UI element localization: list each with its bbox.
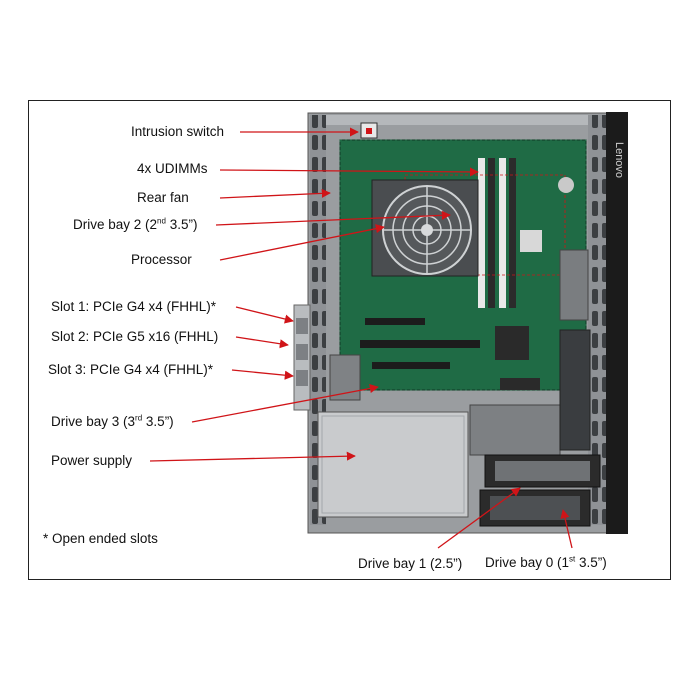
- label-slot2: Slot 2: PCIe G5 x16 (FHHL): [51, 329, 219, 344]
- dimm-slots: [478, 158, 516, 308]
- drive-bay-3: [329, 354, 361, 401]
- arrow-drive-bay-0: [560, 509, 573, 549]
- label-rear-fan: Rear fan: [137, 190, 189, 205]
- label-drive-bay-2: Drive bay 2 (2nd 3.5”): [73, 216, 198, 232]
- arrow-slot1: [235, 306, 294, 324]
- drive-bay-2-cage: [559, 249, 589, 321]
- arrow-udimms: [219, 167, 479, 177]
- brand-logo: Lenovo: [613, 142, 625, 178]
- callout-arrows: [149, 127, 573, 549]
- label-udimms: 4x UDIMMs: [137, 161, 208, 176]
- arrow-power-supply: [149, 451, 356, 462]
- arrow-slot2: [235, 336, 289, 349]
- arrow-rear-fan: [219, 188, 331, 199]
- cpu-cooler: [371, 179, 479, 277]
- motherboard: [339, 122, 587, 391]
- label-drive-bay-0: Drive bay 0 (1st 3.5”): [485, 554, 607, 570]
- arrow-slot3: [231, 369, 294, 380]
- pcie-slots: [360, 318, 480, 369]
- label-drive-bay-3: Drive bay 3 (3rd 3.5”): [51, 413, 174, 429]
- label-processor: Processor: [131, 252, 192, 267]
- lower-drive-bays: [469, 329, 601, 527]
- label-power-supply: Power supply: [51, 453, 133, 468]
- power-supply: [317, 411, 469, 518]
- label-drive-bay-1: Drive bay 1 (2.5”): [358, 556, 463, 571]
- arrow-drive-bay-3: [191, 384, 379, 423]
- arrow-processor: [219, 224, 385, 261]
- label-slot3: Slot 3: PCIe G4 x4 (FHHL)*: [48, 362, 214, 377]
- arrow-drive-bay-2: [215, 210, 451, 226]
- label-slot1: Slot 1: PCIe G4 x4 (FHHL)*: [51, 299, 217, 314]
- front-bezel: Lenovo: [606, 112, 628, 534]
- rear-slot-brackets: [293, 304, 311, 411]
- label-intrusion-switch: Intrusion switch: [131, 124, 225, 139]
- footnote-open-ended: * Open ended slots: [43, 531, 158, 546]
- arrow-drive-bay-1: [437, 487, 521, 549]
